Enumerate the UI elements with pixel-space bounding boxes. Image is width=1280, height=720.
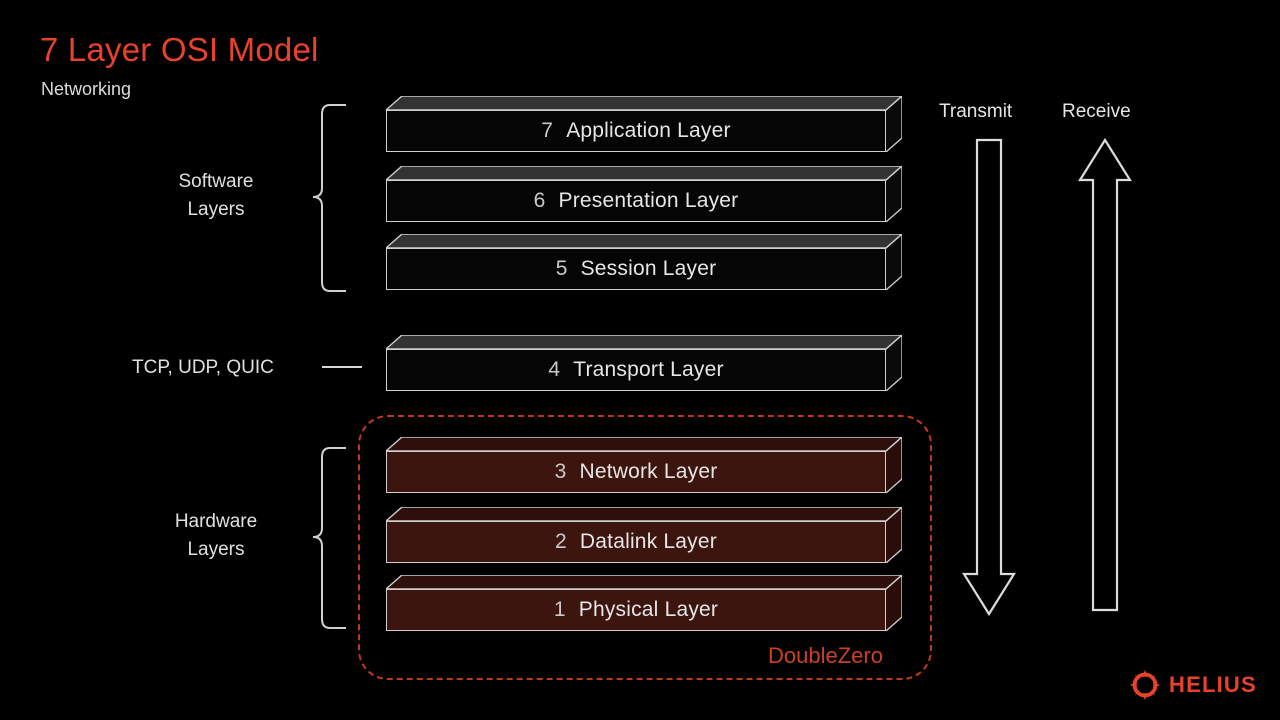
layer-box-5[interactable]: 5 Session Layer: [386, 234, 902, 290]
layer-box-front-face: [386, 248, 886, 290]
sunburst-icon: [1130, 670, 1160, 700]
layer-name: Transport Layer: [573, 358, 724, 381]
layer-name: Application Layer: [566, 119, 731, 142]
layer-number: 7: [541, 119, 554, 142]
layer-box-front-face: [386, 589, 886, 631]
layer-box-top-face: [386, 166, 902, 181]
transport-protocols-label: TCP, UDP, QUIC: [132, 357, 274, 378]
receive-arrow-up-icon: [1078, 137, 1132, 612]
layer-label: 7 Application Layer: [386, 110, 886, 152]
doublezero-region: [358, 415, 932, 680]
layer-number: 2: [555, 530, 567, 553]
layer-label: 3 Network Layer: [386, 451, 886, 493]
layer-number: 5: [555, 257, 568, 280]
brand-wordmark: HELIUS: [1169, 672, 1257, 697]
layer-box-top-face: [386, 234, 902, 249]
layer-box-front-face: [386, 110, 886, 152]
page-title: 7 Layer OSI Model: [40, 31, 319, 68]
layer-box-top-face: [386, 507, 902, 522]
software-layers-label: Software Layers: [178, 171, 254, 220]
layer-name: Datalink Layer: [579, 530, 717, 553]
layer-name: Physical Layer: [578, 598, 719, 621]
layer-number: 6: [533, 189, 546, 212]
layer-box-top-face: [386, 437, 902, 452]
layer-box-1[interactable]: 1 Physical Layer: [386, 575, 902, 631]
transport-connector-line: [322, 366, 362, 368]
layer-label: 2 Datalink Layer: [386, 521, 886, 563]
layer-label: 5 Session Layer: [386, 248, 886, 290]
layer-box-4[interactable]: 4 Transport Layer: [386, 335, 902, 391]
layer-box-front-face: [386, 349, 886, 391]
layer-box-top-face: [386, 335, 902, 350]
layer-box-top-face: [386, 96, 902, 111]
layer-box-6[interactable]: 6 Presentation Layer: [386, 166, 902, 222]
transmit-arrow-down-icon: [962, 138, 1016, 617]
brand-logo: HELIUS: [1130, 670, 1257, 700]
receive-label: Receive: [1062, 101, 1131, 122]
hardware-layers-label: Hardware Layers: [174, 511, 258, 560]
layer-label: 6 Presentation Layer: [386, 180, 886, 222]
layer-number: 1: [553, 598, 566, 621]
layer-name: Presentation Layer: [558, 189, 739, 212]
layer-name: Session Layer: [580, 257, 717, 280]
layer-number: 3: [554, 460, 567, 483]
layer-name: Network Layer: [579, 460, 718, 483]
layer-box-top-face: [386, 575, 902, 590]
layer-box-3[interactable]: 3 Network Layer: [386, 437, 902, 493]
doublezero-label: DoubleZero: [768, 643, 883, 668]
layer-number: 4: [548, 358, 561, 381]
page-subtitle: Networking: [41, 79, 132, 99]
transmit-label: Transmit: [939, 101, 1013, 122]
layer-box-7[interactable]: 7 Application Layer: [386, 96, 902, 152]
layer-box-2[interactable]: 2 Datalink Layer: [386, 507, 902, 563]
layer-label: 4 Transport Layer: [386, 349, 886, 391]
layer-label: 1 Physical Layer: [386, 589, 886, 631]
